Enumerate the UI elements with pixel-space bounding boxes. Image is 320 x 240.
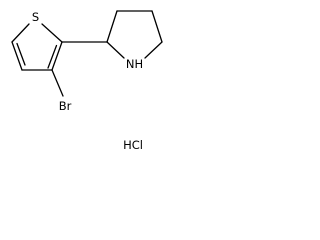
bond-c4-c5 xyxy=(11,41,23,71)
bond-c2-c3-inner xyxy=(47,44,58,69)
bromine-atom-label: Br xyxy=(59,99,72,113)
bond-c5-s xyxy=(11,23,30,43)
bond-n-c2p xyxy=(106,41,125,59)
bond-c4-c5-inner xyxy=(16,42,26,66)
bond-c5p-n xyxy=(144,41,163,59)
thiophene-ring xyxy=(11,23,63,71)
bond-c3-br xyxy=(51,69,64,97)
bond-c2-c3 xyxy=(51,41,63,71)
amine-atom-label: NH xyxy=(126,57,143,71)
hydrochloride-salt-label: HCl xyxy=(123,138,143,152)
bond-c2p-c3p xyxy=(106,10,118,43)
pyrrolidine-ring xyxy=(106,10,163,59)
chemical-structure: S Br NH HCl xyxy=(11,10,163,152)
sulfur-atom-label: S xyxy=(32,10,39,24)
bond-s-c2 xyxy=(41,23,63,43)
bond-c4p-c5p xyxy=(151,10,163,43)
